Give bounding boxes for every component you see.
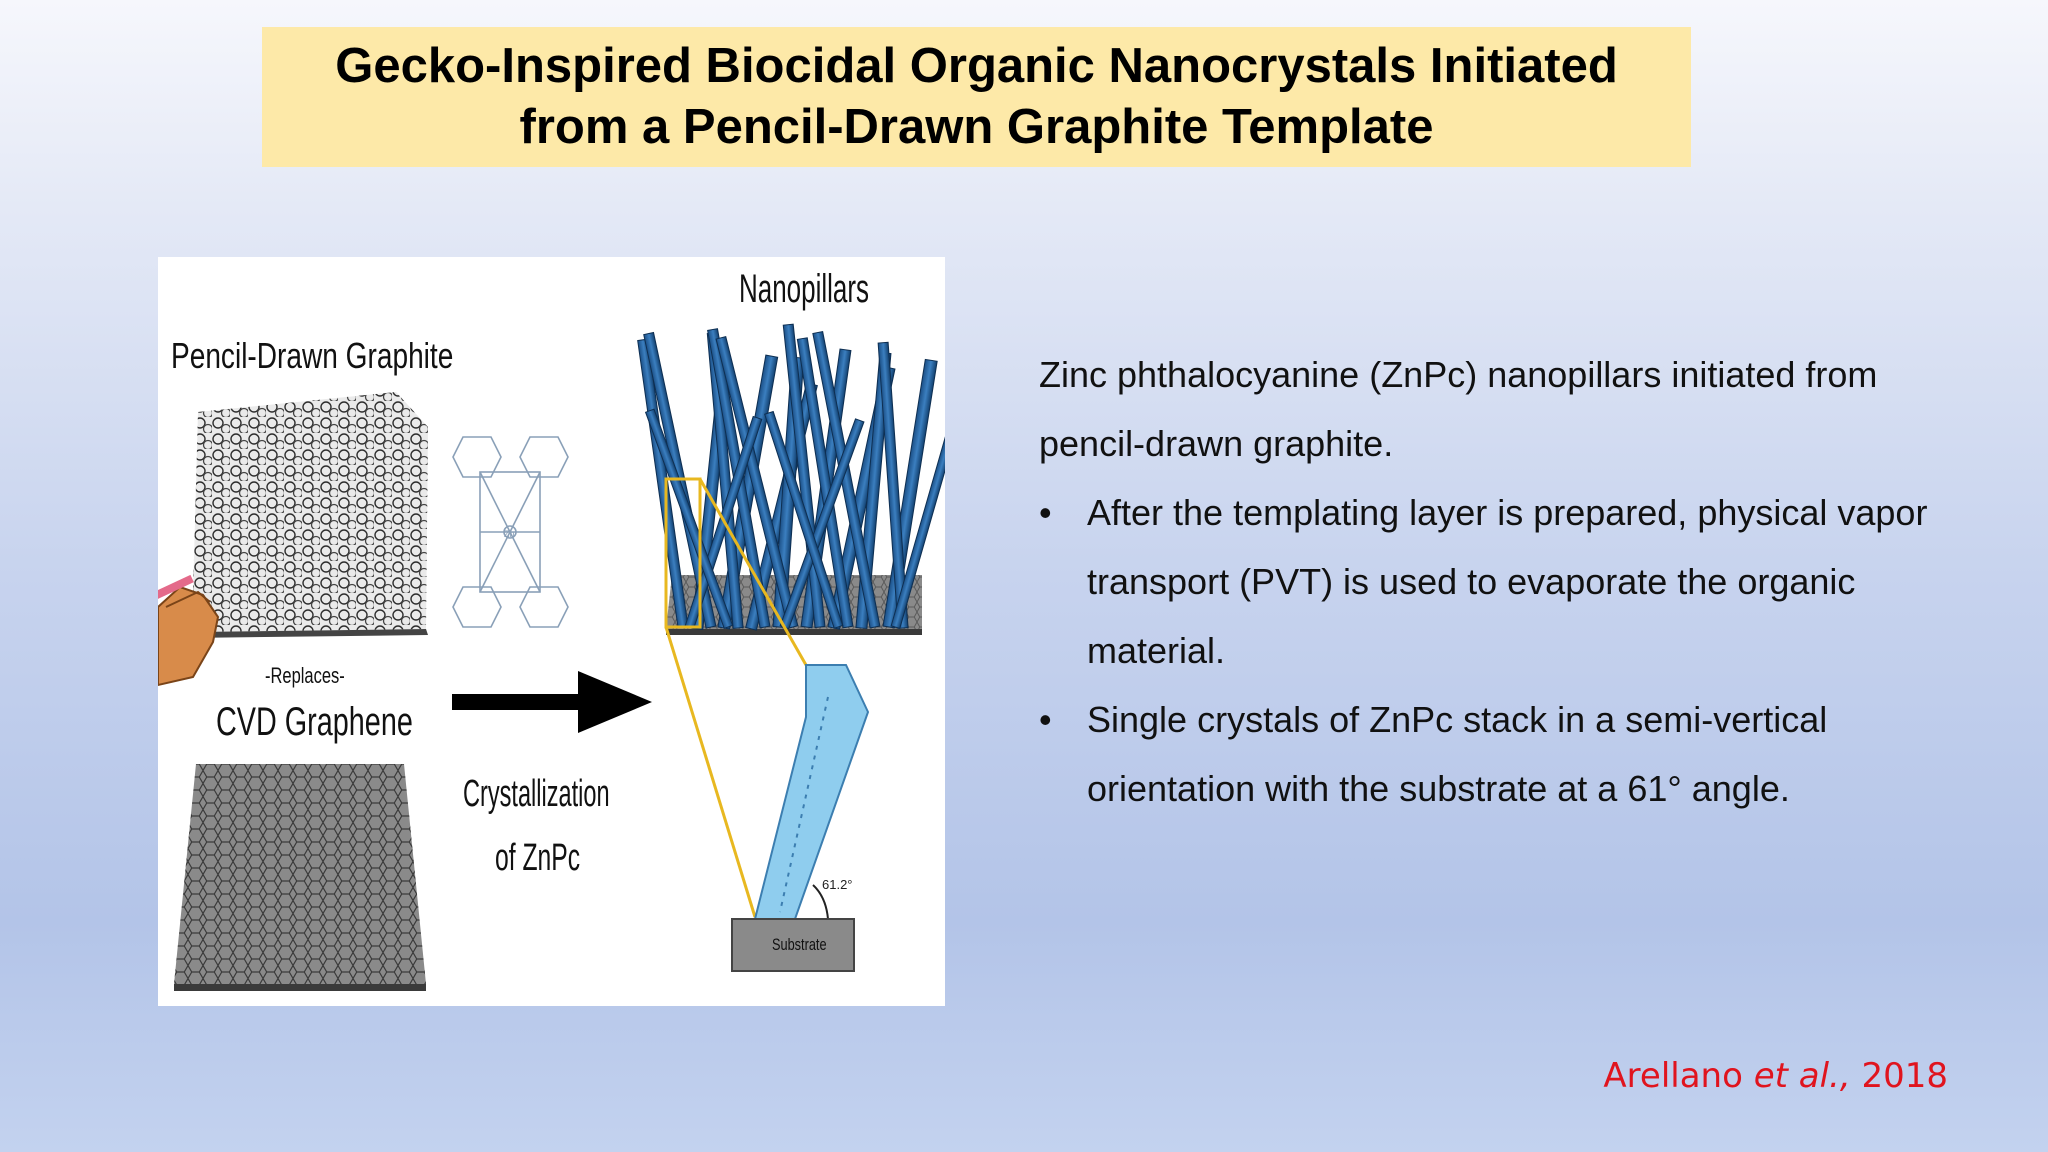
znpc-molecule-icon — [452, 436, 569, 628]
label-substrate: Substrate — [772, 935, 827, 954]
substrate-block — [731, 918, 855, 972]
molecule-center-label: Zn — [504, 529, 515, 539]
title-banner: Gecko-Inspired Biocidal Organic Nanocrys… — [262, 27, 1691, 167]
bullet-marker: • — [1039, 492, 1052, 533]
label-crystallization: Crystallization — [463, 771, 610, 814]
label-of-znpc: of ZnPc — [495, 836, 580, 879]
right-arrow-icon — [452, 671, 652, 733]
schematic-figure: Pencil-Drawn Graphite -Replaces- CVD Gra… — [158, 257, 945, 1006]
bullet-item: • Single crystals of ZnPc stack in a sem… — [1039, 685, 1939, 823]
label-replaces: -Replaces- — [265, 664, 345, 689]
label-cvd-graphene: CVD Graphene — [216, 699, 413, 744]
description-text: Zinc phthalocyanine (ZnPc) nanopillars i… — [1039, 340, 1939, 823]
bullet-list: • After the templating layer is prepared… — [1039, 478, 1939, 823]
bullet-text: After the templating layer is prepared, … — [1087, 492, 1928, 671]
hand-pencil-icon — [158, 574, 220, 687]
bullet-marker: • — [1039, 699, 1052, 740]
slide-title-line-2: from a Pencil-Drawn Graphite Template — [519, 100, 1434, 154]
slide-title-line-1: Gecko-Inspired Biocidal Organic Nanocrys… — [335, 39, 1618, 93]
citation-year: 2018 — [1850, 1056, 1948, 1096]
label-angle: 61.2° — [822, 877, 853, 892]
bullet-text: Single crystals of ZnPc stack in a semi-… — [1087, 699, 1828, 809]
citation-etal: et al., — [1753, 1056, 1851, 1096]
citation-author: Arellano — [1603, 1056, 1754, 1096]
label-pencil-drawn-graphite: Pencil-Drawn Graphite — [171, 336, 453, 376]
citation: Arellano et al., 2018 — [1603, 1056, 1948, 1096]
bullet-item: • After the templating layer is prepared… — [1039, 478, 1939, 685]
graphite-sheet — [186, 392, 428, 638]
graphene-sheet — [174, 764, 426, 991]
angle-arc — [812, 884, 829, 920]
intro-paragraph: Zinc phthalocyanine (ZnPc) nanopillars i… — [1039, 354, 1878, 464]
zoom-highlight — [664, 477, 808, 918]
label-nanopillars: Nanopillars — [739, 266, 869, 311]
